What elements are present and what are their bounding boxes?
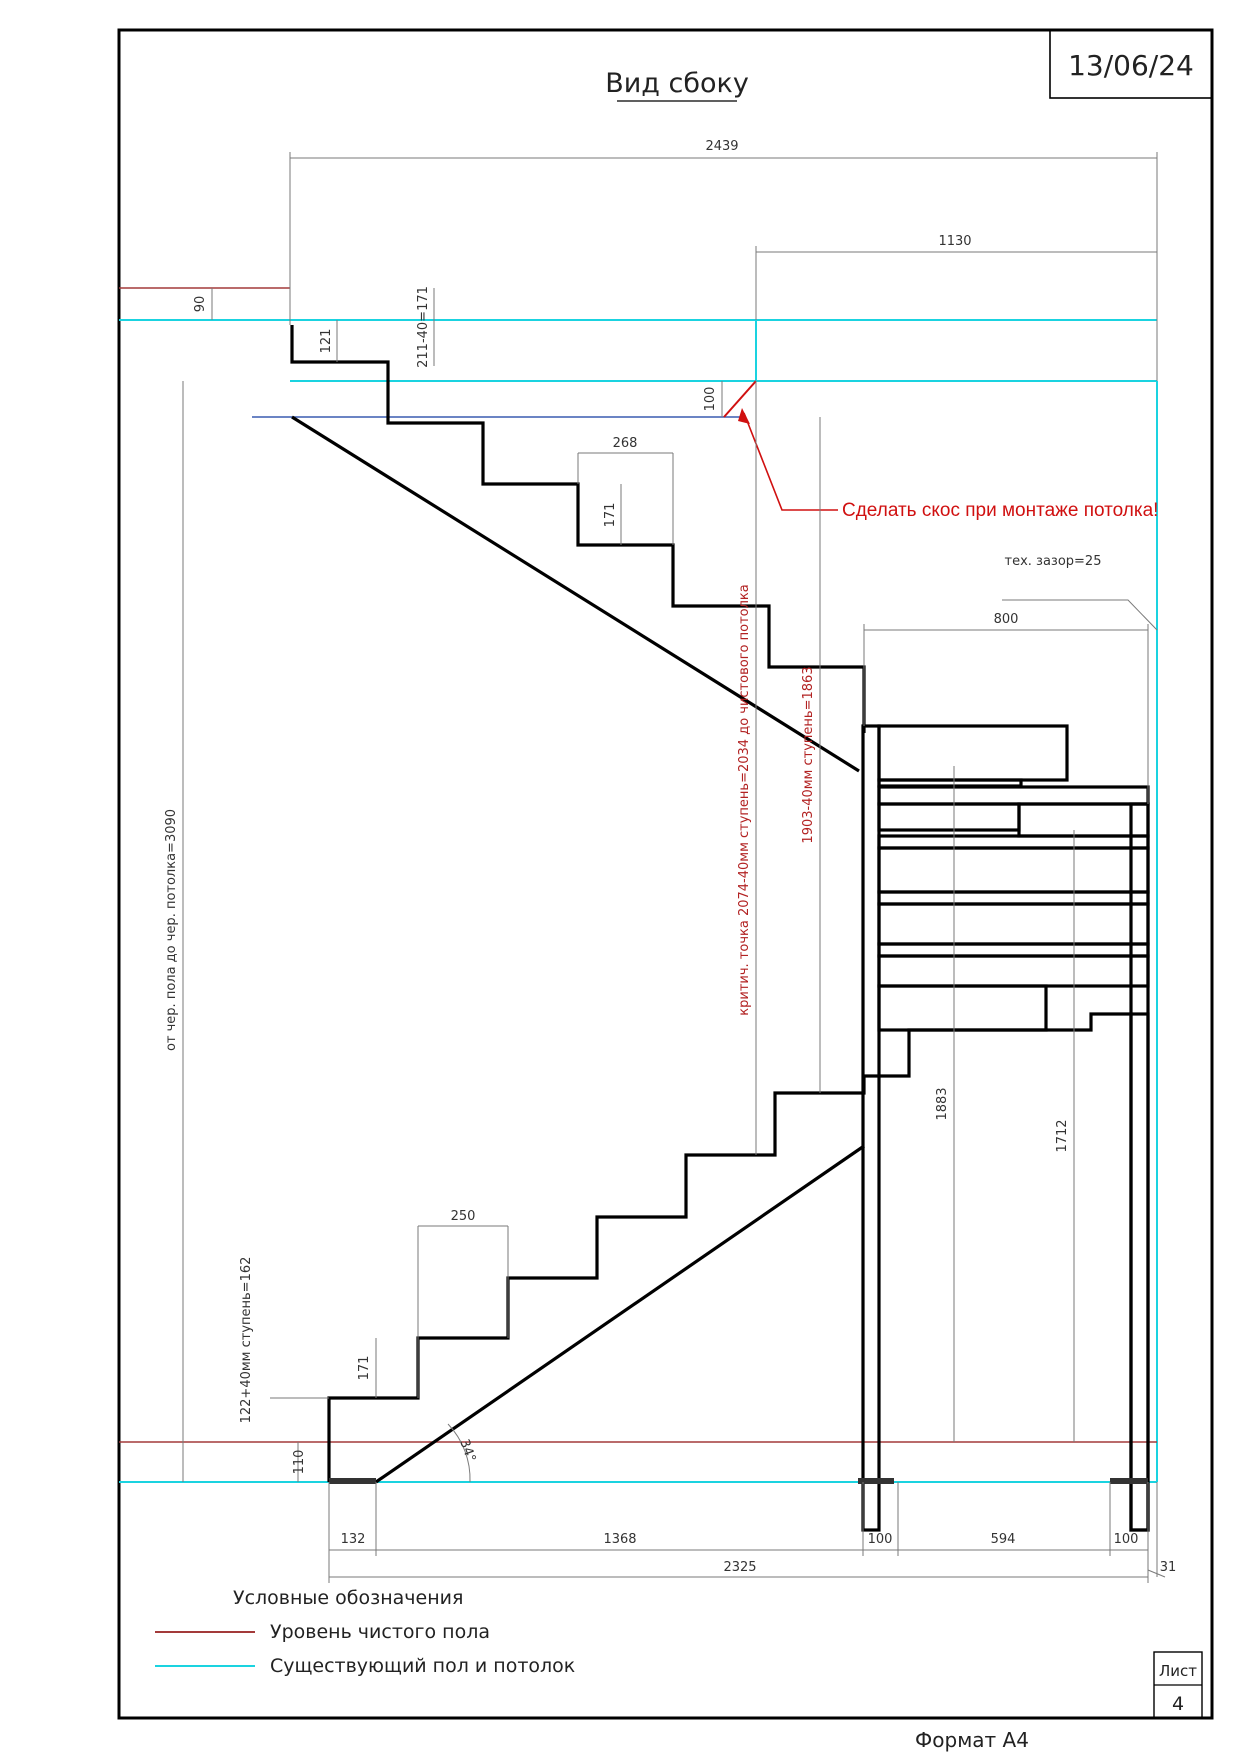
- stair-foot: [329, 1478, 376, 1484]
- landing-block: [861, 724, 1150, 1532]
- step-1903-text: 1903-40мм ступень=1863: [801, 666, 816, 843]
- upper-flight-stringer: [291, 415, 860, 773]
- dim-gap-100: 100: [703, 387, 718, 412]
- dim-bottom-100a: 100: [868, 1532, 893, 1547]
- dim-offset-90: 90: [193, 296, 208, 313]
- legend-existing-label: Существующий пол и потолок: [270, 1655, 575, 1677]
- upper-flight-steps: [290, 325, 866, 733]
- dim-height-1883: 1883: [935, 1087, 950, 1120]
- dim-tread-268: 268: [613, 436, 638, 451]
- date-text: 13/06/24: [1068, 49, 1194, 82]
- dim-bottom-total: 2325: [723, 1560, 756, 1575]
- dim-riser-top-formula: 211-40=171: [416, 286, 431, 368]
- dim-offset-110: 110: [292, 1450, 307, 1475]
- dim-bottom-594: 594: [991, 1532, 1016, 1547]
- dim-angle: 34°: [456, 1437, 478, 1464]
- dim-height-total: от чер. пола до чер. потолка=3090: [164, 809, 179, 1051]
- sheet-number: 4: [1172, 1693, 1184, 1715]
- dim-bottom-31: 31: [1160, 1560, 1177, 1575]
- format-label: Формат А4: [915, 1728, 1029, 1752]
- ceiling-bevel-mark: [723, 380, 757, 418]
- dim-bottom-132: 132: [341, 1532, 366, 1547]
- lower-flight-stringer: [375, 1144, 865, 1484]
- dim-platform-800: 800: [994, 612, 1019, 627]
- ceiling-bevel-note: Сделать скос при монтаже потолка!: [842, 500, 1158, 521]
- sheet-frame: [117, 28, 1214, 1720]
- dim-tread-250: 250: [451, 1209, 476, 1224]
- note-arrowhead: [738, 408, 750, 424]
- date-box: [1049, 29, 1213, 99]
- legend-heading: Условные обозначения: [233, 1587, 463, 1609]
- dim-top-right: 1130: [938, 234, 971, 249]
- lower-flight-steps: [327, 1012, 1131, 1482]
- column-foot-left: [858, 1478, 894, 1484]
- sheet-label: Лист: [1159, 1662, 1197, 1680]
- dim-riser-171-upper: 171: [603, 503, 618, 528]
- note-leader: [743, 412, 838, 511]
- drawing-title: Вид сбоку: [605, 68, 749, 99]
- dim-total-top: 2439: [705, 139, 738, 154]
- dim-bottom-100b: 100: [1114, 1532, 1139, 1547]
- dim-riser-171-lower: 171: [357, 1356, 372, 1381]
- critical-point-text: критич. точка 2074-40мм ступень=2034 до …: [737, 584, 752, 1015]
- dim-riser-121: 121: [319, 329, 334, 354]
- dim-bottom-1368: 1368: [603, 1532, 636, 1547]
- dim-gap-label: тех. зазор=25: [1005, 554, 1102, 569]
- column-foot-right: [1110, 1478, 1148, 1484]
- dim-first-step: 122+40мм ступень=162: [239, 1257, 254, 1424]
- dimension-lines: [182, 152, 1166, 1583]
- legend-finished-floor-label: Уровень чистого пола: [270, 1621, 490, 1643]
- dim-height-1712: 1712: [1055, 1119, 1070, 1152]
